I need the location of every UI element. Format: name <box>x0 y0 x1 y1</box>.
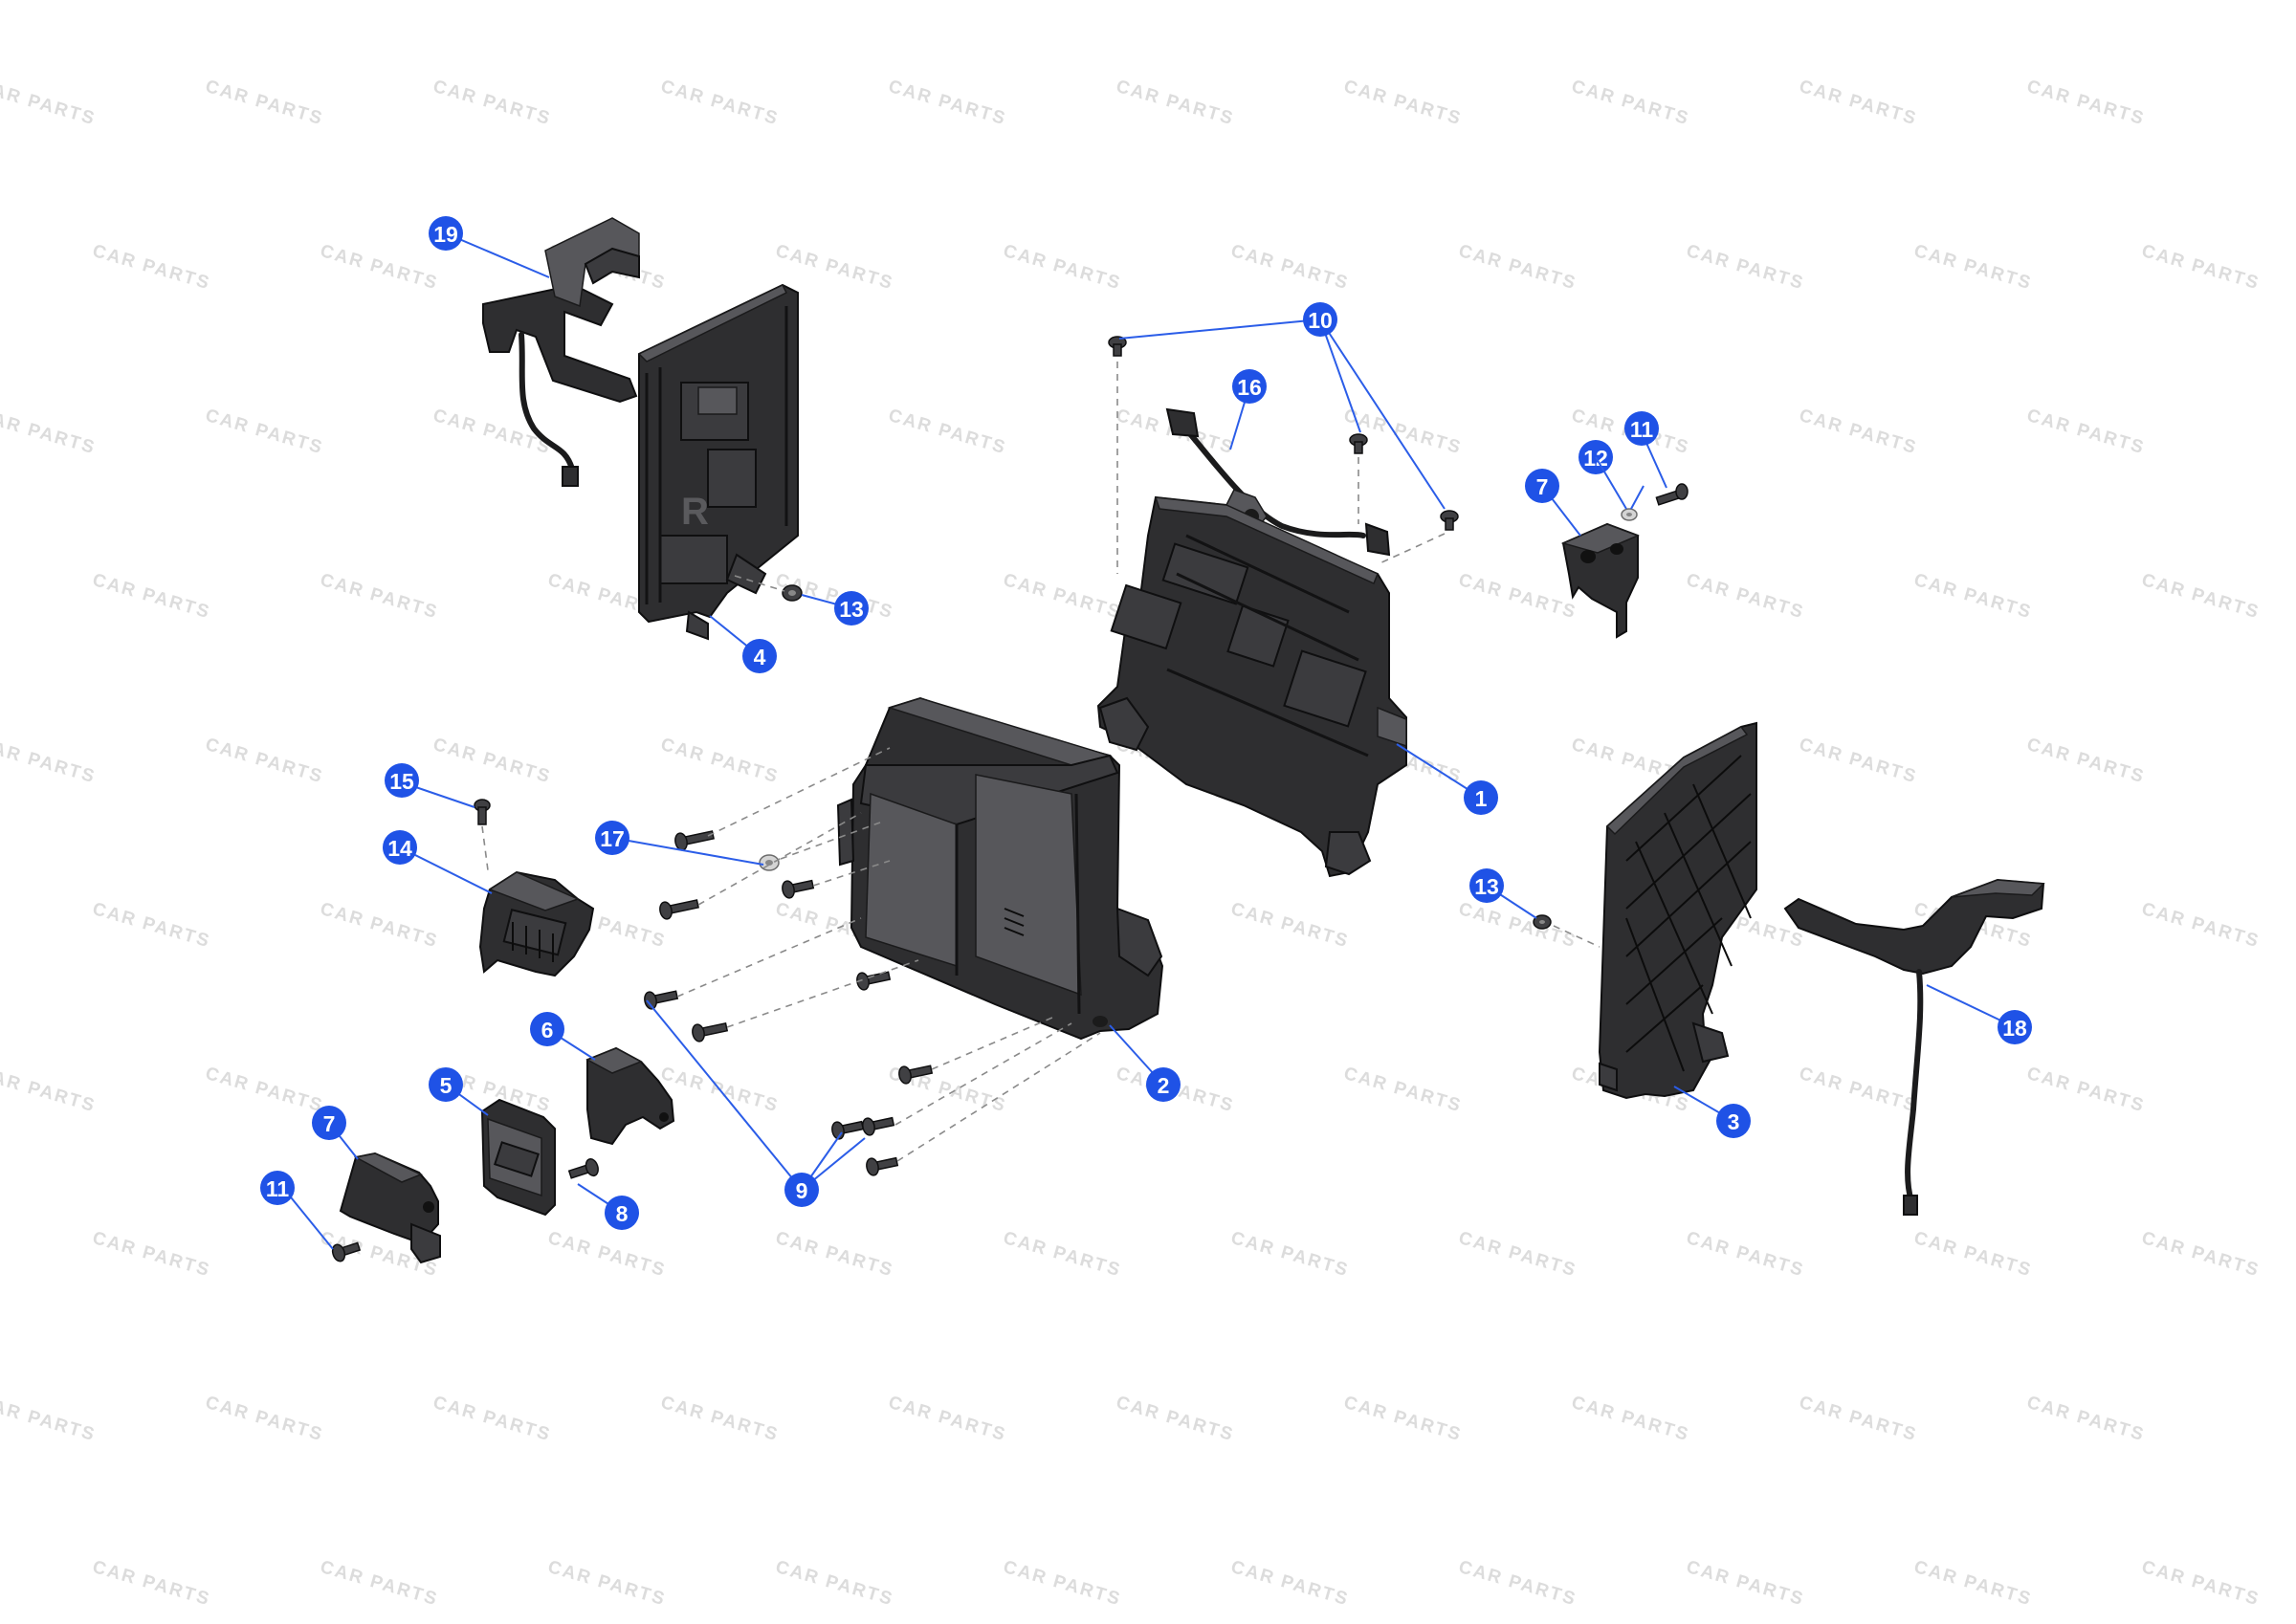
svg-text:7: 7 <box>1536 474 1549 499</box>
svg-text:17: 17 <box>600 826 625 851</box>
part-10-screws <box>1108 336 1459 531</box>
part-16-strap <box>1165 407 1391 557</box>
svg-text:11: 11 <box>1630 417 1654 442</box>
callout-18: 18 <box>1998 1010 2032 1044</box>
svg-text:16: 16 <box>1237 375 1262 400</box>
callout-5: 5 <box>429 1067 463 1102</box>
callout-3: 3 <box>1716 1104 1751 1138</box>
part-1-main-carrier <box>1096 489 1407 878</box>
callout-4: 4 <box>742 639 777 673</box>
svg-text:1: 1 <box>1475 786 1488 811</box>
part-3-rear-cover <box>1598 721 1757 1100</box>
svg-text:13: 13 <box>839 597 864 622</box>
part-9-bolts <box>644 830 934 1176</box>
svg-text:5: 5 <box>440 1073 453 1098</box>
callout-6: 6 <box>530 1012 564 1046</box>
svg-text:3: 3 <box>1728 1109 1740 1134</box>
leader-12 <box>1595 456 1627 510</box>
part-13-nut-lower <box>1533 914 1552 930</box>
assembly-dashed-lines <box>676 747 1101 1162</box>
callout-8: 8 <box>605 1196 639 1230</box>
svg-text:14: 14 <box>387 836 412 861</box>
svg-text:10: 10 <box>1308 308 1333 333</box>
callout-11b: 11 <box>1624 411 1659 446</box>
callout-16: 16 <box>1232 369 1267 404</box>
callout-2: 2 <box>1146 1067 1181 1102</box>
svg-text:4: 4 <box>754 645 766 669</box>
callout-17: 17 <box>595 821 629 855</box>
svg-text:19: 19 <box>433 222 458 247</box>
part-2-module <box>836 696 1164 1041</box>
svg-text:18: 18 <box>2002 1016 2027 1041</box>
svg-text:11: 11 <box>266 1176 290 1201</box>
panel-r-marking: R <box>681 491 709 533</box>
callout-13a: 13 <box>834 591 869 625</box>
svg-text:15: 15 <box>389 769 414 794</box>
part-19-bracket <box>482 217 640 487</box>
callout-9: 9 <box>784 1173 819 1207</box>
part-5-module <box>480 1098 556 1217</box>
callout-7a: 7 <box>312 1106 346 1140</box>
callout-15: 15 <box>385 763 419 798</box>
callout-11a: 11 <box>260 1171 295 1205</box>
part-18-bracket <box>1783 878 2045 1216</box>
part-15-screw <box>474 799 491 825</box>
part-7-bracket-upper <box>1560 522 1641 639</box>
part-8-screw <box>567 1158 599 1179</box>
svg-text:9: 9 <box>796 1178 808 1203</box>
callout-13b: 13 <box>1469 868 1504 903</box>
callout-1: 1 <box>1464 780 1498 815</box>
part-11-screw-upper <box>1655 483 1689 506</box>
part-13-nut-upper <box>782 584 803 602</box>
svg-text:8: 8 <box>616 1201 629 1226</box>
callout-7b: 7 <box>1525 469 1559 503</box>
part-4-fuse-panel: R <box>637 283 799 641</box>
callout-10: 10 <box>1303 302 1337 337</box>
callout-14: 14 <box>383 830 417 865</box>
svg-text:7: 7 <box>323 1111 336 1136</box>
part-14-connector-block <box>478 870 595 977</box>
svg-text:13: 13 <box>1474 874 1499 899</box>
svg-text:2: 2 <box>1158 1073 1170 1098</box>
svg-text:6: 6 <box>541 1018 554 1042</box>
part-6-connector <box>585 1046 675 1146</box>
part-17-washer <box>759 854 780 871</box>
callout-19: 19 <box>429 216 463 251</box>
part-7-bracket-lower <box>339 1152 441 1264</box>
part-11-screw-lower <box>331 1241 362 1262</box>
part-12-washer <box>1621 508 1638 521</box>
